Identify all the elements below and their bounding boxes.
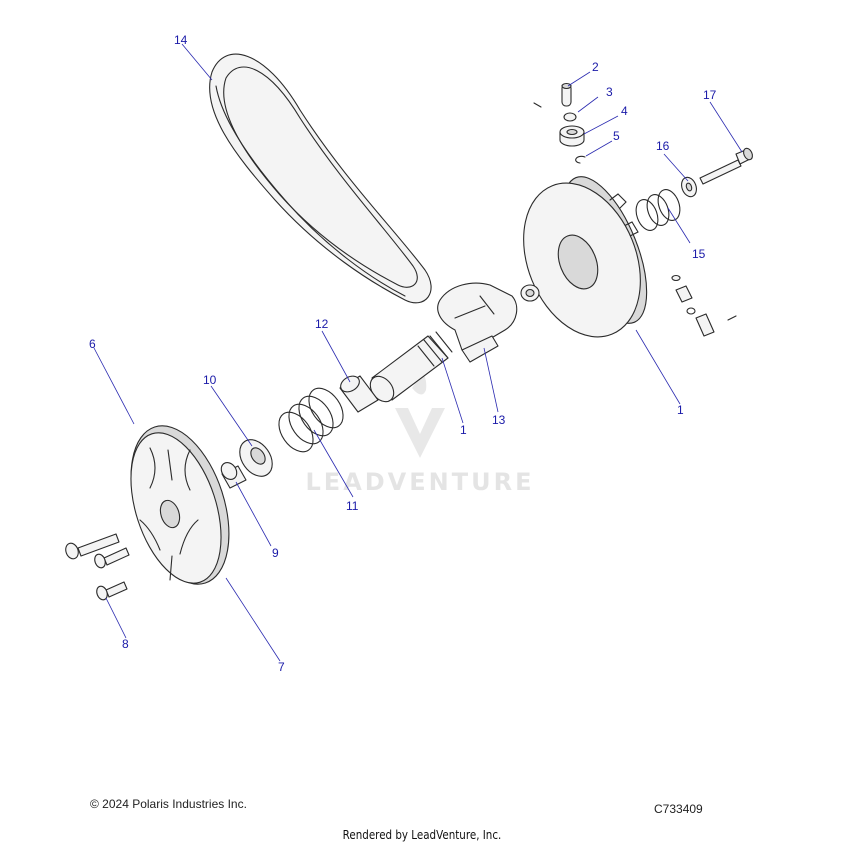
diagram-id: C733409: [654, 802, 703, 816]
callout-9: 9: [272, 546, 279, 560]
copyright-text: © 2024 Polaris Industries Inc.: [90, 797, 247, 811]
o-rings[interactable]: [632, 187, 684, 234]
leader-lines: [93, 43, 743, 662]
callout-16: 16: [656, 139, 670, 153]
callout-6: 6: [89, 337, 96, 351]
bushing[interactable]: [338, 373, 379, 413]
movable-sheave[interactable]: [113, 413, 247, 596]
callout-12: 12: [315, 317, 329, 331]
spring[interactable]: [272, 382, 350, 458]
callout-8: 8: [122, 637, 129, 651]
screws[interactable]: [64, 533, 130, 601]
pin[interactable]: [533, 82, 572, 108]
callout-4: 4: [621, 104, 628, 118]
callout-2: 2: [592, 60, 599, 74]
callout-15: 15: [692, 247, 706, 261]
callout-13: 13: [492, 413, 506, 427]
bolt[interactable]: [699, 147, 754, 185]
washer[interactable]: [563, 112, 577, 122]
callout-1-center: 1: [460, 423, 467, 437]
callout-3: 3: [606, 85, 613, 99]
callout-5: 5: [613, 129, 620, 143]
spider-cam[interactable]: [437, 282, 540, 363]
spacer-washer[interactable]: [679, 175, 699, 199]
callout-10: 10: [203, 373, 217, 387]
drive-belt[interactable]: [209, 53, 432, 304]
callout-7: 7: [278, 660, 285, 674]
callout-11: 11: [346, 499, 359, 513]
shaft[interactable]: [366, 331, 453, 406]
callout-17: 17: [703, 88, 717, 102]
stationary-sheave[interactable]: [502, 166, 664, 355]
roller[interactable]: [559, 125, 585, 147]
watermark-text: LEADVENTURE: [306, 468, 535, 496]
callout-1-right: 1: [677, 403, 684, 417]
retaining-clip[interactable]: [575, 155, 586, 164]
bearing[interactable]: [218, 460, 247, 489]
hardware-set[interactable]: [671, 274, 737, 337]
spring-seat[interactable]: [233, 434, 279, 483]
callout-labels: 2 3 4 5 17 16 15 14 12 1 13 1 10 11 9 6 …: [89, 33, 717, 674]
rendered-by-text: Rendered by LeadVenture, Inc.: [342, 828, 502, 842]
callout-14: 14: [174, 33, 188, 47]
watermark-logo: LEADVENTURE: [306, 366, 535, 496]
